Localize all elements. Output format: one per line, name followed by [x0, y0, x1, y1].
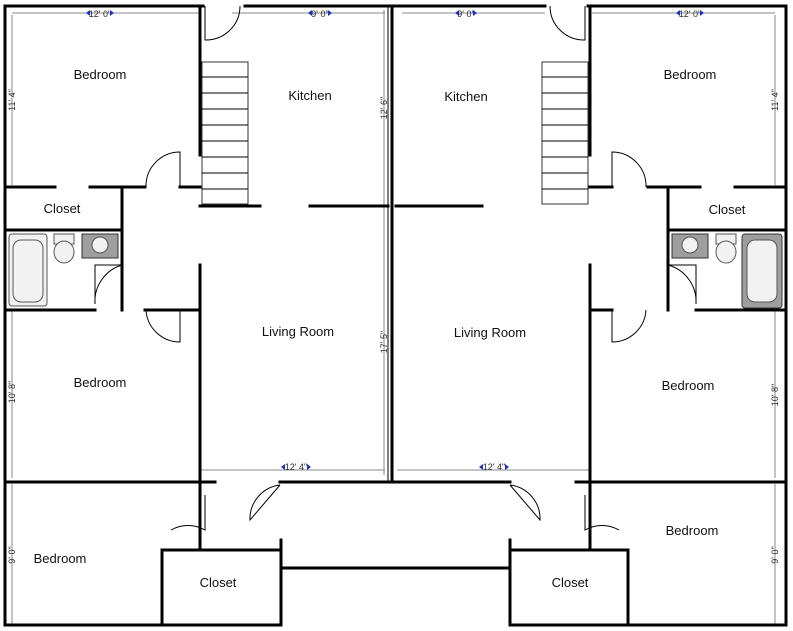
- label-living-left: Living Room: [262, 324, 334, 339]
- label-closet-bottom-left: Closet: [200, 575, 237, 590]
- dim-kitchen-left-width: 9' 0": [311, 9, 328, 19]
- door-bedroom-tr: [611, 151, 647, 188]
- bathroom-left: [8, 233, 119, 307]
- doors: [94, 5, 697, 531]
- dimension-labels: 12' 0" 9' 0" 9' 0" 12' 0" 11' 4" 11' 4" …: [7, 9, 780, 564]
- dim-bedroom-bottom-left-height: 9' 0": [7, 546, 17, 563]
- label-bedroom-mid-left: Bedroom: [74, 375, 127, 390]
- door-bottom-left-b: [249, 484, 281, 522]
- door-bedroom-ml: [145, 309, 181, 343]
- door-bath-left: [94, 264, 123, 305]
- stairs-right: [541, 61, 589, 205]
- dim-bedroom-mid-right-height: 10' 8": [770, 384, 780, 406]
- bathroom-right: [671, 233, 783, 309]
- label-bedroom-top-right: Bedroom: [664, 67, 717, 82]
- dim-top-left-width: 12' 0": [89, 9, 111, 19]
- label-bedroom-mid-right: Bedroom: [662, 378, 715, 393]
- dim-bedroom-top-left-height: 11' 4": [7, 89, 17, 111]
- label-living-right: Living Room: [454, 325, 526, 340]
- label-closet-left: Closet: [44, 201, 81, 216]
- door-bath-right: [667, 264, 697, 305]
- label-closet-right: Closet: [709, 202, 746, 217]
- toilet-icon: [53, 240, 75, 264]
- dim-bedroom-bottom-right-height: 9' 0": [770, 546, 780, 563]
- door-bedroom-mr: [611, 309, 647, 343]
- dimension-lines: [11, 10, 776, 625]
- label-bedroom-top-left: Bedroom: [74, 67, 127, 82]
- dim-bedroom-top-right-height: 11' 4": [770, 89, 780, 111]
- dim-kitchen-height: 12' 6": [379, 97, 389, 119]
- door-top-right-entry: [549, 5, 586, 41]
- door-top-left-entry: [204, 5, 241, 41]
- door-bedroom-tl: [145, 151, 181, 188]
- stairs-left: [201, 61, 249, 205]
- door-bottom-right-b: [584, 495, 620, 531]
- label-closet-bottom-right: Closet: [552, 575, 589, 590]
- label-bedroom-bottom-right: Bedroom: [666, 523, 719, 538]
- walls: [3, 4, 788, 627]
- label-bedroom-bottom-left: Bedroom: [34, 551, 87, 566]
- door-bottom-left-a: [170, 495, 206, 531]
- room-labels: Bedroom Kitchen Kitchen Bedroom Closet C…: [34, 67, 746, 590]
- dim-living-height: 17' 5": [379, 331, 389, 353]
- label-kitchen-right: Kitchen: [444, 89, 487, 104]
- toilet-icon: [715, 240, 737, 264]
- label-kitchen-left: Kitchen: [288, 88, 331, 103]
- dim-top-right-width: 12' 0": [679, 9, 701, 19]
- door-bottom-right-a: [509, 484, 541, 522]
- dim-living-right-width: 12' 4": [483, 462, 505, 472]
- dim-bedroom-mid-left-height: 10' 8": [7, 381, 17, 403]
- dim-living-left-width: 12' 4": [285, 462, 307, 472]
- dim-kitchen-right-width: 9' 0": [457, 9, 474, 19]
